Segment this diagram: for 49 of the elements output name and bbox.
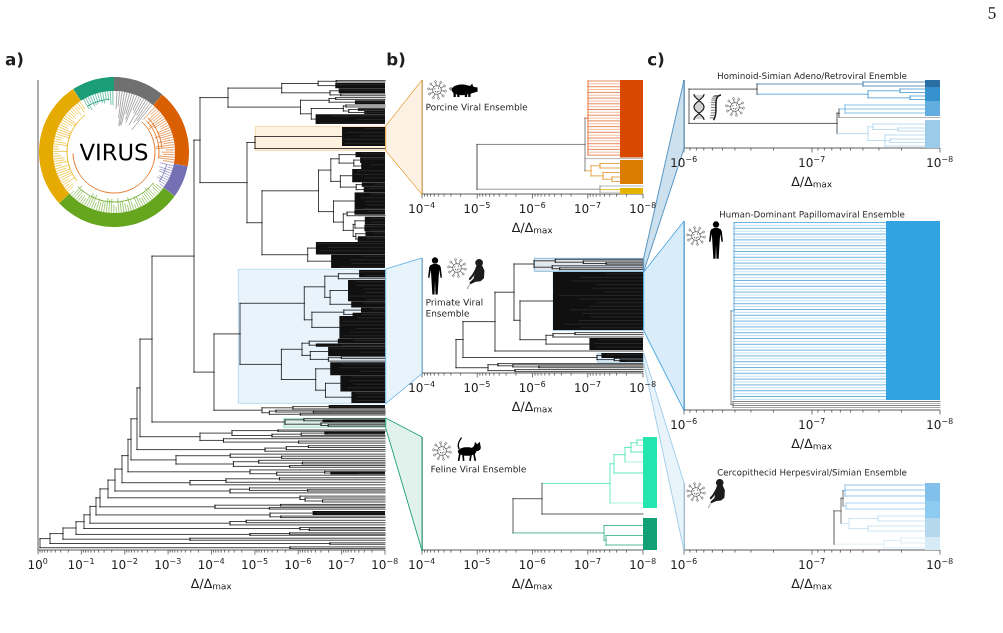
tick-label: 10$^{−4}$: [409, 381, 435, 393]
axis-label: Δ/Δ$_{max}$: [791, 438, 832, 450]
plot-title: Cercopithecid Herpesviral/Simian Ensemble: [717, 468, 907, 478]
panel-letter: c): [647, 52, 664, 68]
zoom-wedge: [643, 79, 685, 273]
axis-label: Δ/Δ$_{max}$: [791, 578, 832, 590]
tick-label: 10$^{−8}$: [630, 201, 656, 214]
node-label: VIRUS: [79, 143, 148, 161]
plot-title: Primate Viral Ensemble: [426, 298, 483, 317]
tick-label: 10$^{−6}$: [671, 155, 697, 168]
page-number: 5: [988, 7, 996, 19]
tick-label: 10$^{−2}$: [112, 557, 138, 570]
zoom-wedge: [385, 257, 423, 405]
plot-title: Feline Viral Ensemble: [431, 465, 526, 473]
axis-label: Δ/Δ$_{max}$: [791, 176, 832, 188]
tick-label: 10$^{−5}$: [242, 558, 268, 570]
tick-label: 10$^{−6}$: [671, 417, 697, 430]
tick-label: 10$^{0}$: [28, 557, 48, 570]
axis-label: Δ/Δ$_{max}$: [511, 578, 553, 590]
panel-letter: a): [5, 52, 23, 68]
tick-label: 10$^{−6}$: [671, 557, 697, 570]
tick-label: 10$^{−7}$: [575, 381, 601, 393]
axis-label: Δ/Δ$_{max}$: [511, 222, 553, 234]
tick-label: 10$^{−6}$: [519, 380, 546, 393]
zoom-wedge: [643, 220, 685, 411]
tick-label: 10$^{−1}$: [68, 558, 94, 570]
plot-title: Hominoid-Simian Adeno/Retroviral Enemble: [718, 72, 907, 80]
plot-title: Human-Dominant Papillomaviral Ensemble: [720, 210, 905, 220]
panel-letter: b): [387, 52, 405, 68]
circular-tree: VIRUS: [39, 77, 189, 227]
tick-label: 10$^{−8}$: [927, 155, 953, 168]
tick-label: 10$^{−6}$: [285, 557, 311, 570]
tick-label: 10$^{−8}$: [927, 417, 953, 430]
zoom-wedge: [385, 79, 423, 195]
axis-label: Δ/Δ$_{max}$: [511, 401, 553, 413]
plot-title: Porcine Viral Ensemble: [426, 103, 528, 111]
zoom-wedge: [385, 417, 423, 551]
tick-label: 10$^{−8}$: [927, 557, 953, 570]
zoom-wedge: [643, 352, 685, 551]
tick-label: 10$^{−4}$: [409, 558, 435, 570]
tick-label: 10$^{−8}$: [372, 557, 398, 570]
tick-label: 10$^{−5}$: [464, 381, 490, 393]
tick-label: 10$^{−4}$: [198, 558, 225, 570]
tick-label: 10$^{−3}$: [155, 557, 181, 570]
axis-label: Δ/Δ$_{max}$: [190, 578, 232, 590]
tick-label: 10$^{−7}$: [329, 558, 355, 570]
tick-label: 10$^{−8}$: [630, 557, 656, 570]
tick-label: 10$^{−8}$: [630, 380, 656, 393]
tick-label: 10$^{−4}$: [409, 202, 435, 214]
